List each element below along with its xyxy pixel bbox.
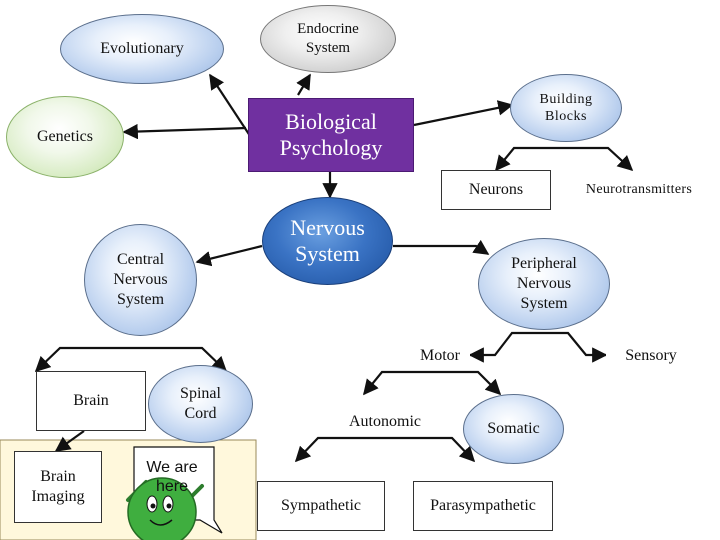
link-central-bracket [34, 346, 228, 373]
node-parasympathetic: Parasympathetic [413, 481, 553, 531]
node-autonomic: Autonomic [330, 408, 440, 436]
connectors [34, 73, 634, 463]
mascot-icon [126, 477, 204, 540]
node-nervous-system: Nervous System [262, 197, 393, 285]
link-bio-genetics [122, 123, 247, 140]
link-blocks-bracket [495, 146, 634, 172]
node-evolutionary: Evolutionary [60, 14, 224, 84]
link-nervous-peripheral [393, 239, 490, 255]
node-motor: Motor [410, 343, 470, 369]
node-brain-imaging: Brain Imaging [14, 451, 102, 523]
node-biological-psychology: Biological Psychology [248, 98, 414, 172]
link-bio-buildingblocks [413, 100, 514, 127]
link-bio-endocrine [296, 73, 311, 96]
node-sensory: Sensory [606, 343, 696, 369]
link-autonomic-bracket [294, 436, 476, 463]
node-genetics: Genetics [6, 96, 124, 178]
node-somatic: Somatic [463, 394, 564, 464]
node-brain: Brain [36, 371, 146, 431]
callout-we-are-here: We are here [146, 458, 198, 495]
link-peripheral-bracket [468, 331, 608, 363]
node-sympathetic: Sympathetic [257, 481, 385, 531]
node-neurotransmitters: Neurotransmitters [572, 176, 706, 204]
node-building-blocks: Building Blocks [510, 74, 622, 142]
link-motor-bracket [363, 370, 502, 396]
node-spinal-cord: Spinal Cord [148, 365, 253, 443]
node-central-nervous-system: Central Nervous System [84, 224, 197, 336]
link-nervous-central [195, 244, 263, 267]
node-peripheral-nervous-system: Peripheral Nervous System [478, 238, 610, 330]
link-brain-imaging [54, 430, 85, 452]
node-neurons: Neurons [441, 170, 551, 210]
node-endocrine-system: Endocrine System [260, 5, 396, 73]
